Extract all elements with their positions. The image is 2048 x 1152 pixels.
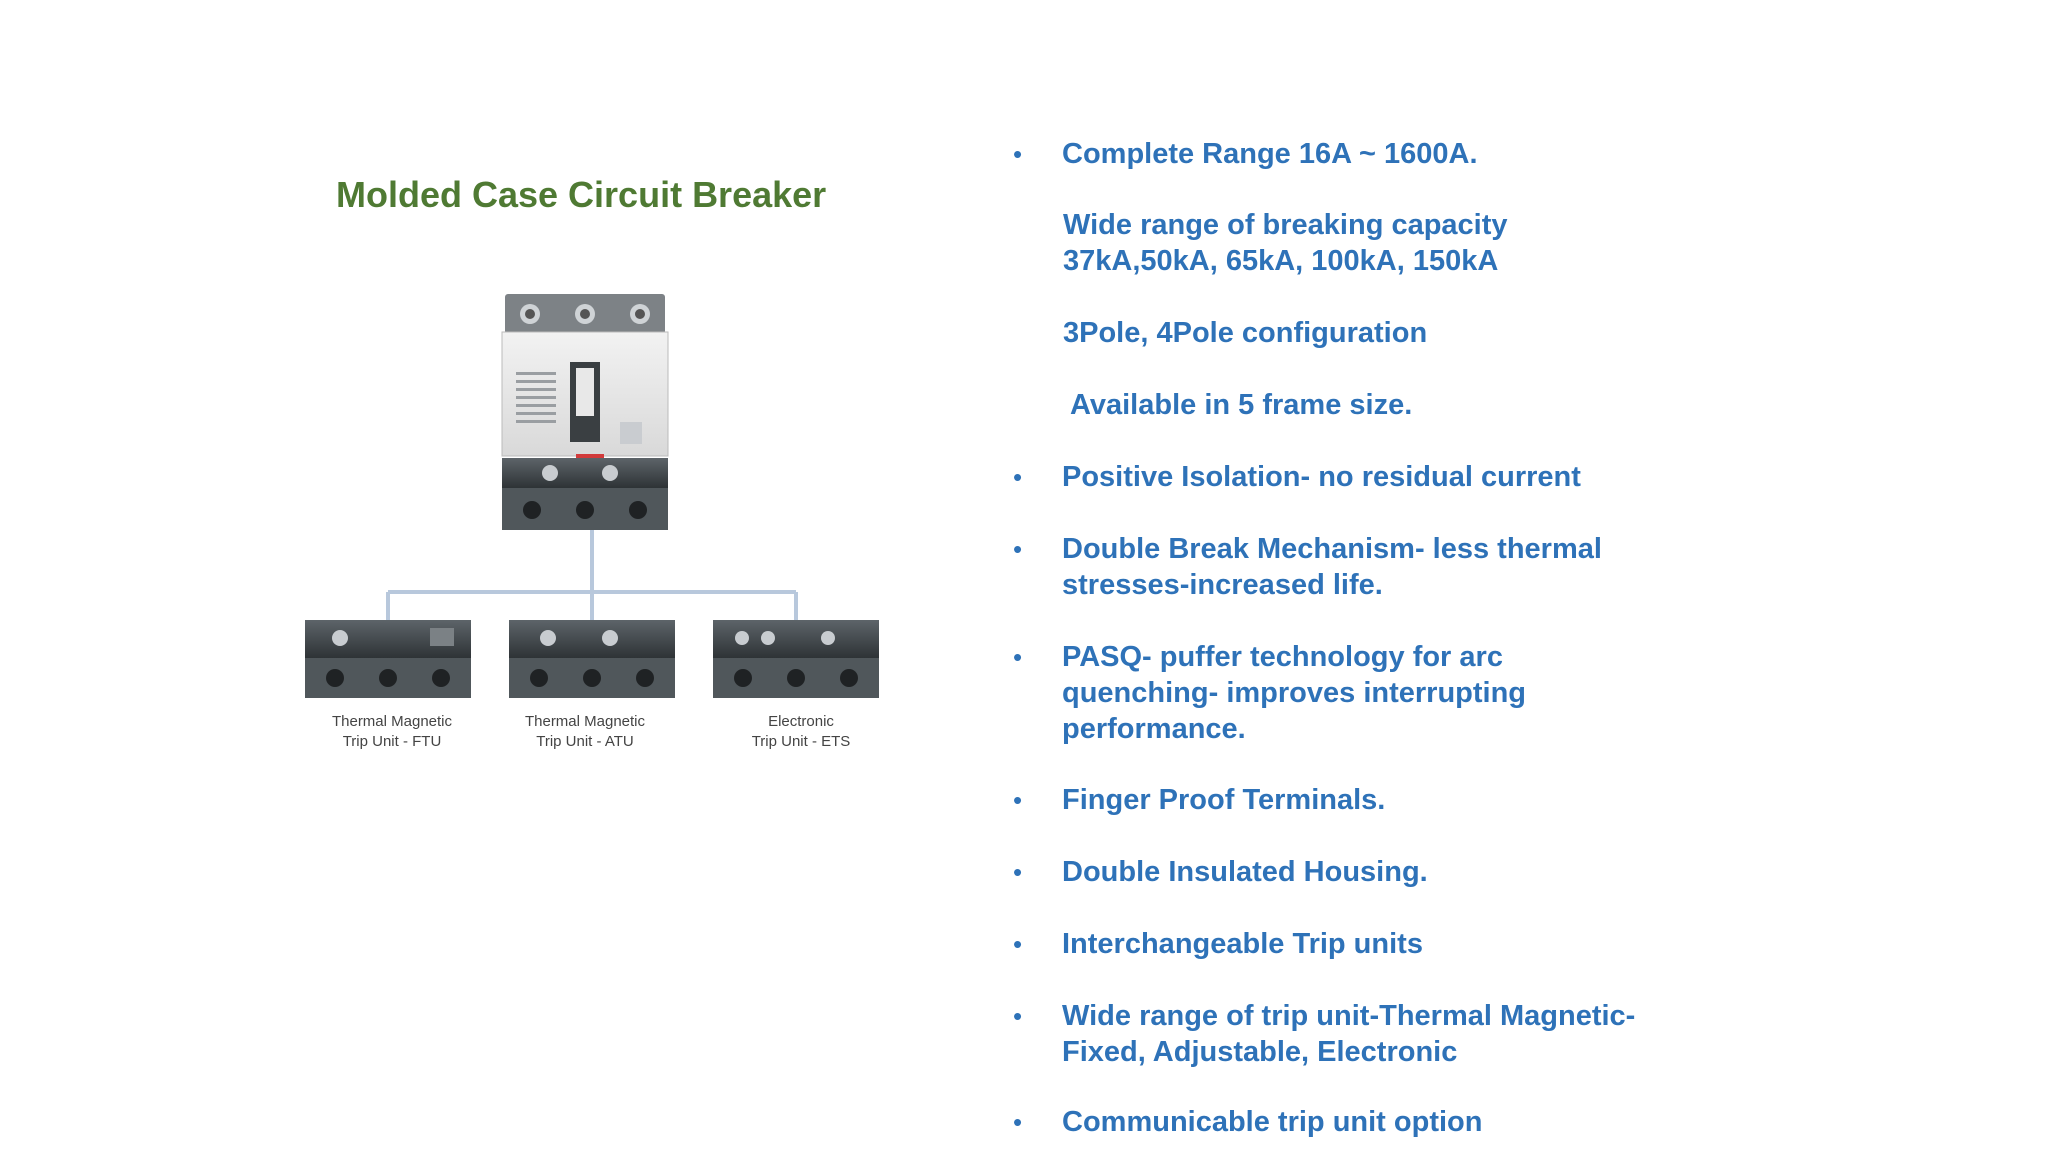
bullet-double-insulated: Double Insulated Housing. (1062, 856, 1428, 888)
bullet-dot: • (1013, 462, 1023, 492)
caption-ets: Electronic Trip Unit - ETS (751, 713, 851, 750)
subitem-breaking-capacity-line1: Wide range of breaking capacity (1063, 209, 1508, 241)
bullet-double-break-line1: Double Break Mechanism- less thermal (1062, 533, 1602, 565)
bullet-dot: • (1013, 1001, 1023, 1031)
bullet-interchangeable: Interchangeable Trip units (1062, 928, 1423, 960)
trip-unit-ftu (305, 620, 471, 698)
breaker-diagram (305, 294, 879, 698)
bullet-finger-proof: Finger Proof Terminals. (1062, 784, 1386, 816)
bullet-trip-range-line2: Fixed, Adjustable, Electronic (1062, 1036, 1458, 1068)
slide-title: Molded Case Circuit Breaker (336, 174, 827, 215)
bullet-range: Complete Range 16A ~ 1600A. (1062, 138, 1478, 170)
trip-unit-atu (509, 620, 675, 698)
bullet-pasq-line3: performance. (1062, 713, 1246, 745)
subitem-breaking-capacity-line2: 37kA,50kA, 65kA, 100kA, 150kA (1063, 245, 1499, 277)
main-breaker (501, 294, 669, 530)
caption-atu: Thermal Magnetic Trip Unit - ATU (524, 713, 646, 750)
bullet-dot: • (1013, 534, 1023, 564)
bullet-pasq-line1: PASQ- puffer technology for arc (1062, 641, 1503, 673)
bullet-dot: • (1013, 642, 1023, 672)
bullet-communicable: Communicable trip unit option (1062, 1106, 1483, 1138)
bullet-dot: • (1013, 929, 1023, 959)
caption-ftu: Thermal Magnetic Trip Unit - FTU (331, 713, 453, 750)
bullet-dot: • (1013, 857, 1023, 887)
bullet-dot: • (1013, 139, 1023, 169)
subitem-frame-size: Available in 5 frame size. (1070, 389, 1413, 421)
bullet-trip-range-line1: Wide range of trip unit-Thermal Magnetic… (1062, 1000, 1636, 1032)
breaker-illustration: Thermal Magnetic Trip Unit - FTU Thermal… (280, 282, 900, 762)
bullet-pasq-line2: quenching- improves interrupting (1062, 677, 1527, 709)
connector-lines (386, 530, 798, 620)
bullet-dot: • (1013, 785, 1023, 815)
trip-unit-ets (713, 620, 879, 698)
subitem-pole-config: 3Pole, 4Pole configuration (1063, 317, 1428, 349)
bullet-double-break-line2: stresses-increased life. (1062, 569, 1383, 601)
bullet-dot: • (1013, 1107, 1023, 1137)
bullet-positive-isolation: Positive Isolation- no residual current (1062, 461, 1581, 493)
